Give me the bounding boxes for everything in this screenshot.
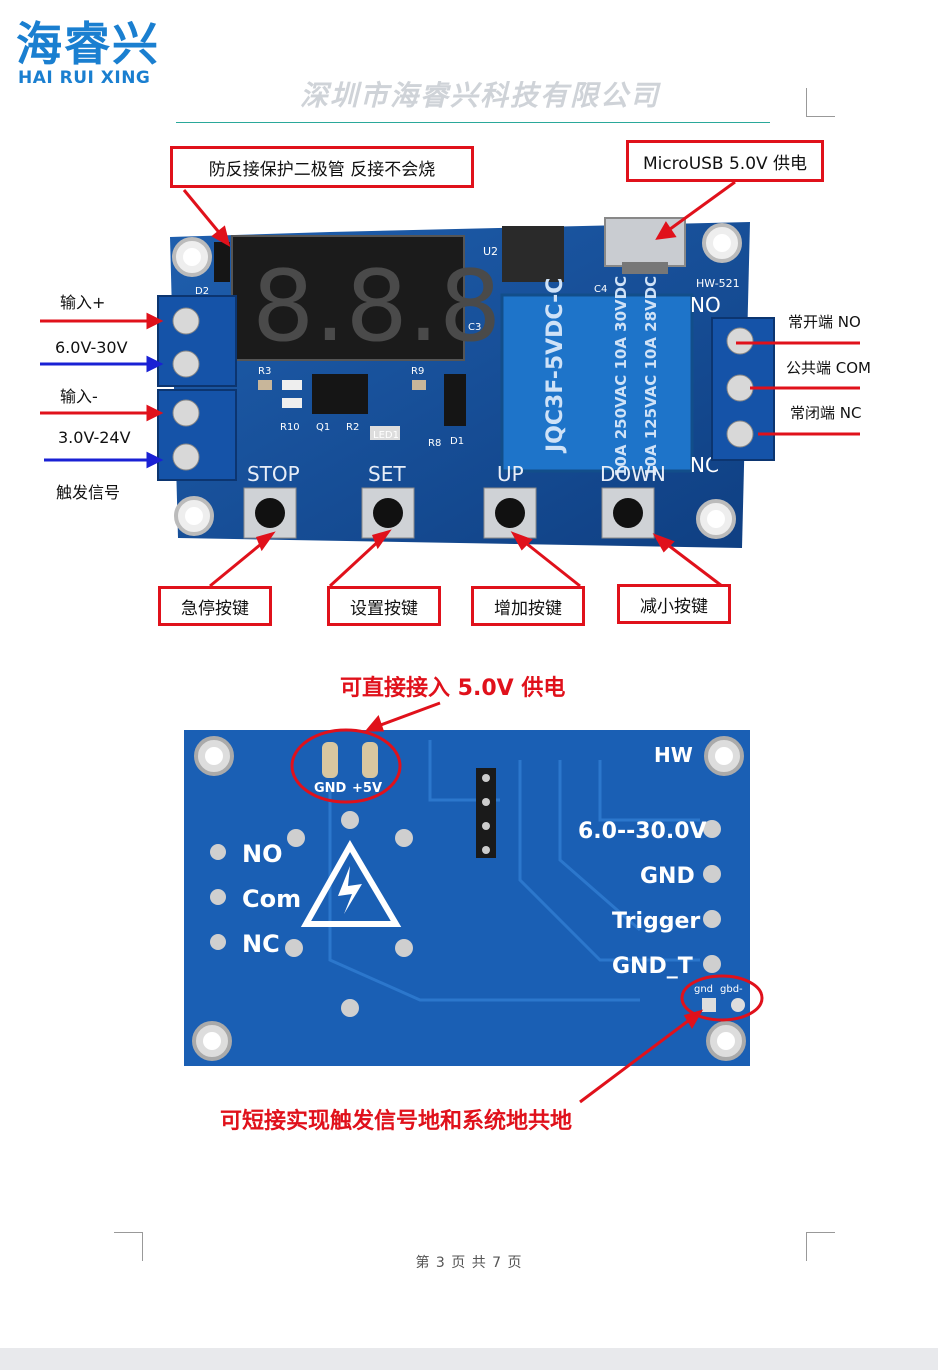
silk-up: UP [497,462,524,486]
callout-stop-button: 急停按键 [158,586,272,626]
label-voltage-1: 6.0V-30V [55,338,128,357]
silk-gbd-small: gbd- [720,984,743,995]
silk-back-nc: NC [242,930,280,958]
callout-common-ground: 可短接实现触发信号地和系统地共地 [220,1109,573,1134]
label-com: 公共端 COM [786,359,871,377]
callout-set-button: 设置按键 [327,586,441,626]
silk-back-com: Com [242,885,301,913]
silk-hw: HW [654,743,693,767]
callout-diode: 防反接保护二极管 反接不会烧 [170,146,474,188]
silk-no: NO [690,293,721,317]
label-no: 常开端 NO [788,313,861,331]
silk-voltage: 6.0--30.0V [578,819,707,844]
company-name: 深圳市海睿兴科技有限公司 [300,79,661,112]
label-trigger: 触发信号 [56,483,121,502]
silk-r9: R9 [411,366,424,377]
relay-rating-1: 10A 250VAC 10A 30VDC [612,276,630,477]
callout-up-button: 增加按键 [471,586,585,626]
silk-u2: U2 [483,245,498,258]
silk-q1: Q1 [316,422,330,433]
silk-stop: STOP [247,462,300,486]
silk-r10: R10 [280,422,300,433]
silk-set: SET [368,462,406,486]
silk-d1: D1 [450,436,464,447]
silk-down: DOWN [600,462,666,486]
silk-led1: LED1 [373,430,399,441]
callout-usb: MicroUSB 5.0V 供电 [626,140,824,182]
page-number: 第 3 页 共 7 页 [415,1255,523,1271]
relay-rating-2: 10A 125VAC 10A 28VDC [642,276,660,477]
callout-down-button: 减小按键 [617,584,731,624]
silk-model: HW-521 [696,277,740,290]
display-digits: 8.8.8. [252,250,533,364]
logo-chinese: 海睿兴 [16,17,160,71]
callout-5v-supply: 可直接接入 5.0V 供电 [340,676,566,701]
silk-gnd-small: gnd [694,984,713,995]
crop-mark-bottom-right [806,1232,835,1261]
board-back-image: GND +5V HW 6.0--30.0V GND Trigger GND_T … [184,701,764,1104]
window-bottom-bar [0,1348,938,1370]
board-front-image: 8.8.8. D2 U2 C4 HW-521 C3 JQC3F-5VDC-C 1… [40,180,860,588]
silk-r2: R2 [346,422,359,433]
crop-mark-top-right [806,88,835,117]
label-input-minus: 输入- [60,387,98,406]
silk-c3: C3 [468,322,481,333]
label-nc: 常闭端 NC [790,404,862,422]
pad-gnd: GND [314,781,347,796]
silk-r3: R3 [258,366,271,377]
silk-r8: R8 [428,438,441,449]
silk-trigger: Trigger [612,909,700,934]
logo-english: HAI RUI XING [18,68,151,88]
label-voltage-2: 3.0V-24V [58,428,131,447]
silk-c4: C4 [594,284,607,295]
crop-mark-bottom-left [114,1232,143,1261]
pad-5v: +5V [352,781,382,796]
silk-back-no: NO [242,840,283,868]
silk-gnd-t: GND_T [612,954,693,979]
relay-model: JQC3F-5VDC-C [543,278,568,454]
silk-gnd: GND [640,864,695,889]
label-input-plus: 输入+ [60,293,106,312]
header-divider [176,122,770,123]
silk-d2: D2 [195,286,209,297]
